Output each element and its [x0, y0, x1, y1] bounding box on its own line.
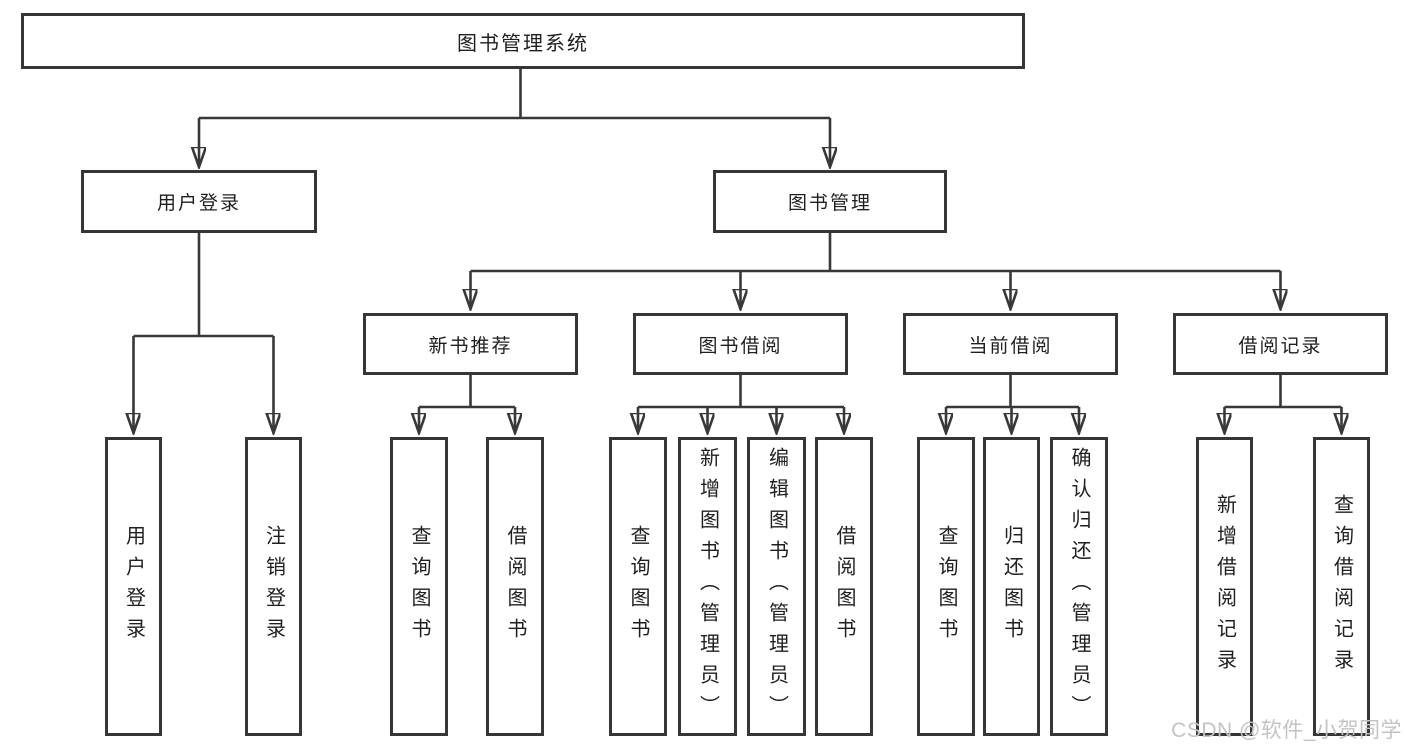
csdn-watermark: CSDN @软件_小贺同学 — [1171, 719, 1402, 742]
node-leaf-logout: 注销登录 — [245, 437, 302, 736]
connector-rail-new-book-recommend — [419, 375, 515, 409]
connector-rail-user-login — [133, 233, 274, 338]
node-borrow-record: 借阅记录 — [1173, 313, 1388, 375]
node-leaf-br-query-record: 查询借阅记录 — [1313, 437, 1370, 736]
node-leaf-bb-borrow-book: 借阅图书 — [815, 437, 873, 736]
node-leaf-nb-query-book: 查询图书 — [390, 437, 448, 736]
connector-rail-borrow-record — [1224, 375, 1342, 409]
node-book-borrow: 图书借阅 — [633, 313, 848, 375]
connector-rail-book-borrow — [638, 375, 844, 409]
node-leaf-cb-query-book: 查询图书 — [917, 437, 975, 736]
connector-rail-root — [199, 69, 830, 120]
node-current-borrow: 当前借阅 — [903, 313, 1118, 375]
node-leaf-bb-add-book: 新增图书（管理员） — [678, 437, 737, 736]
node-leaf-bb-query-book: 查询图书 — [609, 437, 667, 736]
node-library-system: 图书管理系统 — [21, 13, 1025, 69]
node-leaf-nb-borrow-book: 借阅图书 — [486, 437, 544, 736]
node-user-login-branch: 用户登录 — [81, 170, 317, 233]
node-leaf-br-add-record: 新增借阅记录 — [1196, 437, 1253, 736]
node-leaf-user-login: 用户登录 — [105, 437, 162, 736]
connector-rail-book-management — [470, 233, 1281, 273]
node-leaf-cb-confirm-return: 确认归还（管理员） — [1050, 437, 1108, 736]
connector-rail-current-borrow — [946, 375, 1079, 409]
node-book-management-branch: 图书管理 — [713, 170, 947, 233]
node-leaf-bb-edit-book: 编辑图书（管理员） — [747, 437, 806, 736]
node-new-book-recommend: 新书推荐 — [363, 313, 578, 375]
node-leaf-cb-return-book: 归还图书 — [983, 437, 1040, 736]
